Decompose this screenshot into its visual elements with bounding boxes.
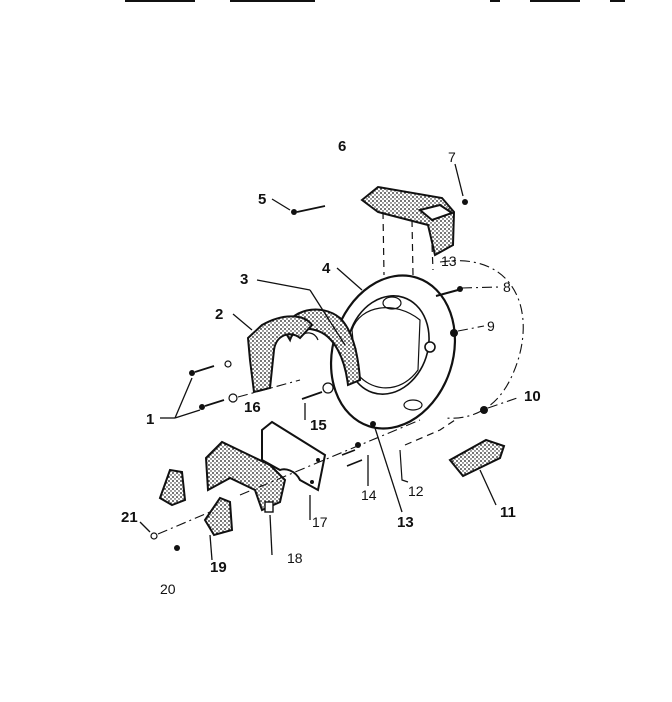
- callout-16: 16: [244, 399, 261, 416]
- callout-8: 8: [503, 279, 511, 295]
- callout-10: 10: [524, 388, 541, 405]
- callout-9: 9: [487, 318, 495, 334]
- callout-11: 11: [500, 504, 516, 521]
- nut-part-10: [480, 396, 521, 414]
- screw-part-21: [139, 511, 211, 540]
- callout-5: 5: [258, 191, 266, 208]
- callout-19: 19: [210, 559, 227, 576]
- callout-15: 15: [310, 417, 327, 434]
- nut-part-9: [450, 325, 485, 337]
- pins-part-14: [341, 442, 369, 486]
- screw-part-20: [174, 545, 180, 551]
- bearing-plate-part-4: [329, 267, 457, 430]
- housing-outline-dashed: [439, 260, 524, 419]
- callout-14: 14: [361, 487, 377, 503]
- front-housing-part-2: [232, 313, 319, 394]
- screw-part-7: [454, 163, 468, 205]
- top-cover-part-6: [360, 185, 456, 276]
- callout-6: 6: [338, 138, 346, 155]
- bracket: [158, 468, 187, 507]
- pin-part-5: [271, 198, 326, 215]
- bolt-part-8: [435, 286, 501, 297]
- gasket-plate-part-17: [261, 420, 327, 520]
- callout-2: 2: [215, 306, 223, 323]
- clip-part-19: [203, 496, 234, 561]
- assembly-axis: [239, 419, 421, 496]
- callout-13-small: 13: [441, 253, 457, 269]
- switch-block-part-11: [448, 438, 506, 506]
- callout-3: 3: [240, 271, 248, 288]
- screw-part-13: [370, 421, 403, 513]
- callout-20: 20: [160, 581, 176, 597]
- screws-part-1: [160, 360, 301, 419]
- callout-21: 21: [121, 509, 138, 526]
- callout-12: 12: [408, 483, 424, 499]
- callout-4: 4: [322, 260, 331, 277]
- rear-housing-part-18: [204, 440, 287, 556]
- callout-17: 17: [312, 514, 328, 530]
- callout-7: 7: [448, 149, 456, 165]
- callout-18: 18: [287, 550, 303, 566]
- rod-part-12: [399, 419, 456, 483]
- callout-1: 1: [146, 411, 154, 428]
- bolt-part-15: [301, 382, 334, 420]
- callout-13: 13: [397, 514, 414, 531]
